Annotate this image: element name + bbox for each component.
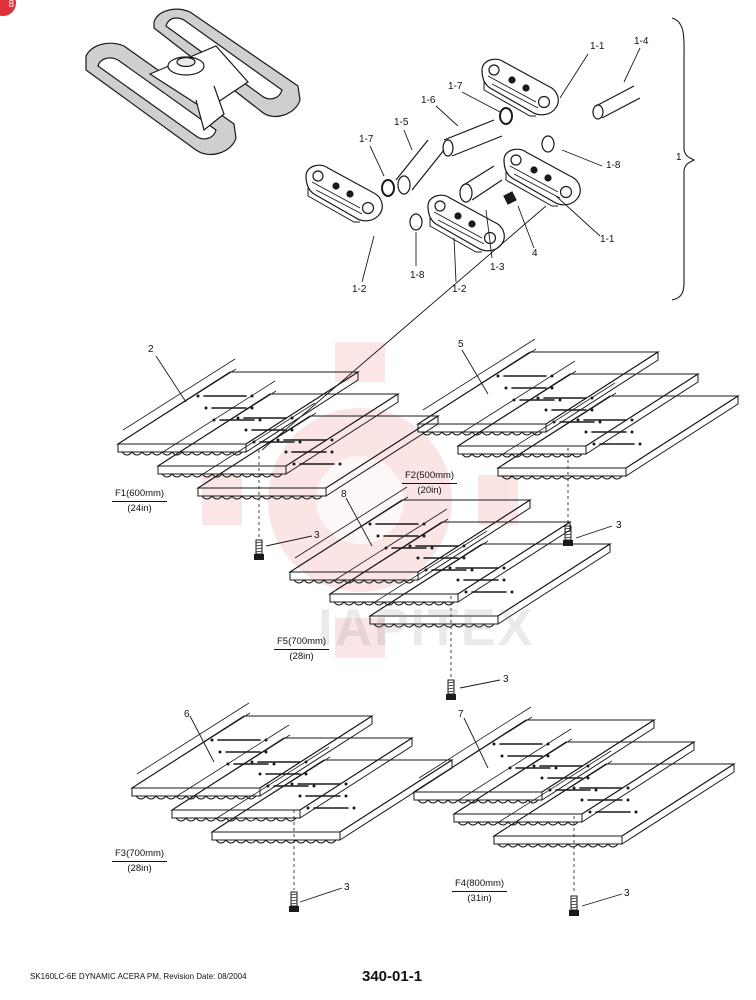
callout-3-f1: 3 [314, 530, 320, 541]
shoe-size-f2-in: (20in) [417, 485, 442, 496]
callout-1-group: 1 [676, 152, 682, 163]
callout-8: 8 [341, 489, 347, 500]
shoe-size-f3-mm: F3(700mm) [112, 848, 168, 862]
callout-1-7-left: 1-7 [359, 134, 374, 145]
shoe-size-f4: F4(800mm) (31in) [452, 878, 508, 905]
track-link-parts [305, 58, 641, 253]
shoe-plate-f2 [418, 339, 738, 479]
shoe-size-f5-mm: F5(700mm) [274, 636, 330, 650]
footer-model-revision: SK160LC-6E DYNAMIC ACERA PM, Revision Da… [30, 972, 247, 981]
callout-1-5: 1-5 [394, 117, 409, 128]
callout-1-1-top: 1-1 [590, 41, 605, 52]
bolt-part-3 [253, 525, 580, 917]
shoe-size-f3-in: (28in) [127, 863, 152, 874]
callout-2: 2 [148, 344, 154, 355]
shoe-size-f4-in: (31in) [467, 893, 492, 904]
callout-1-2-left: 1-2 [352, 284, 367, 295]
callout-3-f3: 3 [344, 882, 350, 893]
callout-1-8-bottom: 1-8 [410, 270, 425, 281]
callout-7: 7 [458, 709, 464, 720]
callout-1-8-right: 1-8 [606, 160, 621, 171]
page-number: 340-01-1 [362, 968, 423, 985]
shoe-size-f2: F2(500mm) (20in) [402, 470, 458, 497]
callout-6: 6 [184, 709, 190, 720]
callout-3-f2: 3 [616, 520, 622, 531]
shoe-size-f5-in: (28in) [289, 651, 314, 662]
shoe-size-f1-mm: F1(600mm) [112, 488, 168, 502]
track-assembly-illustration [85, 8, 301, 155]
callout-1-2-right: 1-2 [452, 284, 467, 295]
callout-1-1-bottom: 1-1 [600, 234, 615, 245]
callout-1-3: 1-3 [490, 262, 505, 273]
callout-5: 5 [458, 339, 464, 350]
shoe-size-f4-mm: F4(800mm) [452, 878, 508, 892]
callout-1-6: 1-6 [421, 95, 436, 106]
callout-3-f5: 3 [503, 674, 509, 685]
page-badge: 8 [0, 0, 16, 16]
shoe-size-f1: F1(600mm) (24in) [112, 488, 168, 515]
shoe-size-f3: F3(700mm) (28in) [112, 848, 168, 875]
callout-3-f4: 3 [624, 888, 630, 899]
watermark-text: IAPITEX [318, 599, 535, 657]
shoe-size-f2-mm: F2(500mm) [402, 470, 458, 484]
shoe-plate-f4 [414, 707, 734, 847]
callout-1-4: 1-4 [634, 36, 649, 47]
shoe-size-f1-in: (24in) [127, 503, 152, 514]
callout-4: 4 [532, 248, 538, 259]
callout-1-7-top: 1-7 [448, 81, 463, 92]
shoe-size-f5: F5(700mm) (28in) [274, 636, 330, 663]
shoe-plate-f3 [132, 703, 452, 843]
